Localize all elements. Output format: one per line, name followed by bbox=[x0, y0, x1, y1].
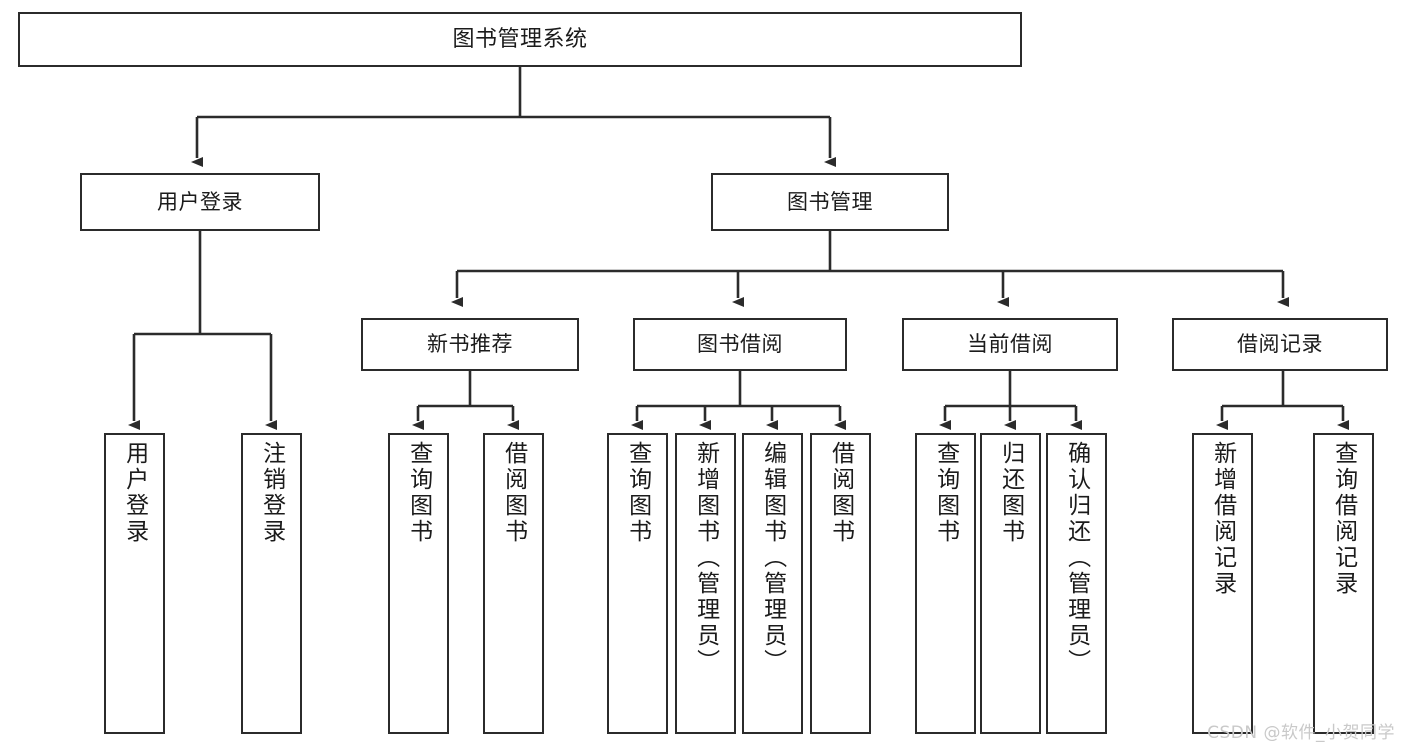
node-label: 查询图书 bbox=[932, 441, 959, 545]
node-label: 编辑图书（管理员） bbox=[759, 441, 786, 675]
node-new-book-recommend[interactable]: 新书推荐 bbox=[361, 318, 579, 371]
node-borrow-record[interactable]: 借阅记录 bbox=[1172, 318, 1388, 371]
node-leaf-user-login[interactable]: 用户登录 bbox=[104, 433, 165, 734]
node-label: 新增借阅记录 bbox=[1209, 441, 1236, 597]
node-leaf-query-book-2[interactable]: 查询图书 bbox=[607, 433, 668, 734]
node-label: 查询图书 bbox=[624, 441, 651, 545]
node-label: 新增图书（管理员） bbox=[692, 441, 719, 675]
node-leaf-query-book-1[interactable]: 查询图书 bbox=[388, 433, 449, 734]
node-leaf-query-borrow-record[interactable]: 查询借阅记录 bbox=[1313, 433, 1374, 734]
node-leaf-borrow-book-2[interactable]: 借阅图书 bbox=[810, 433, 871, 734]
node-leaf-edit-book[interactable]: 编辑图书（管理员） bbox=[742, 433, 803, 734]
node-leaf-confirm-return[interactable]: 确认归还（管理员） bbox=[1046, 433, 1107, 734]
node-label: 注销登录 bbox=[258, 441, 285, 545]
watermark-text: CSDN @软件_小贺同学 bbox=[1207, 723, 1395, 743]
node-label: 查询图书 bbox=[405, 441, 432, 545]
node-leaf-borrow-book-1[interactable]: 借阅图书 bbox=[483, 433, 544, 734]
node-label: 归还图书 bbox=[997, 441, 1024, 545]
node-label: 新书推荐 bbox=[427, 332, 513, 357]
node-label: 借阅记录 bbox=[1237, 332, 1323, 357]
node-root-system[interactable]: 图书管理系统 bbox=[18, 12, 1022, 67]
node-label: 借阅图书 bbox=[827, 441, 854, 545]
node-label: 当前借阅 bbox=[967, 332, 1053, 357]
node-book-manage[interactable]: 图书管理 bbox=[711, 173, 949, 231]
node-label: 借阅图书 bbox=[500, 441, 527, 545]
node-current-borrow[interactable]: 当前借阅 bbox=[902, 318, 1118, 371]
node-leaf-add-borrow-record[interactable]: 新增借阅记录 bbox=[1192, 433, 1253, 734]
node-label: 查询借阅记录 bbox=[1330, 441, 1357, 597]
node-leaf-query-book-3[interactable]: 查询图书 bbox=[915, 433, 976, 734]
node-leaf-add-book[interactable]: 新增图书（管理员） bbox=[675, 433, 736, 734]
node-label: 图书管理系统 bbox=[452, 26, 588, 52]
node-label: 用户登录 bbox=[157, 189, 243, 214]
node-user-login[interactable]: 用户登录 bbox=[80, 173, 320, 231]
node-leaf-logout-login[interactable]: 注销登录 bbox=[241, 433, 302, 734]
node-label: 确认归还（管理员） bbox=[1063, 441, 1090, 675]
node-leaf-return-book[interactable]: 归还图书 bbox=[980, 433, 1041, 734]
node-label: 图书借阅 bbox=[697, 332, 783, 357]
node-label: 用户登录 bbox=[121, 441, 148, 545]
node-book-borrow[interactable]: 图书借阅 bbox=[633, 318, 847, 371]
node-label: 图书管理 bbox=[787, 189, 873, 214]
